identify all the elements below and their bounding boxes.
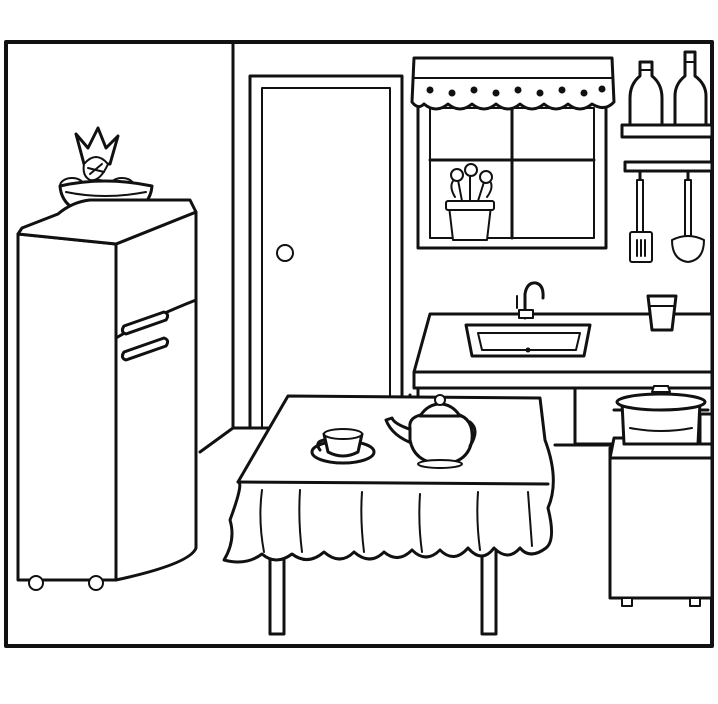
wall-shelf [620,50,714,139]
door [248,74,404,430]
flower-pot [445,163,495,241]
spatula [629,169,653,263]
fridge-handle [120,310,170,362]
bottle [673,50,708,127]
door-knob [276,244,294,262]
stove [608,385,714,607]
refrigerator [16,198,198,591]
bottle [628,60,664,127]
teapot [384,394,477,469]
window-curtain [410,56,616,111]
cooking-pot [612,385,710,446]
faucet [516,281,545,320]
utensil-rail [623,160,714,263]
drinking-glass [646,294,678,332]
sink [464,323,592,358]
teacup [310,428,376,465]
window [416,98,608,250]
ladle [671,169,705,263]
